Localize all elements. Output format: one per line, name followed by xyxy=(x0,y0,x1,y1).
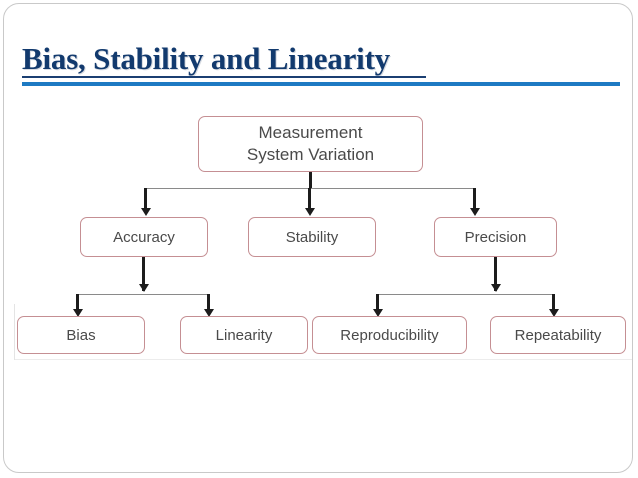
node-measurement-system-variation[interactable]: Measurement System Variation xyxy=(198,116,423,172)
node-linearity[interactable]: Linearity xyxy=(180,316,308,354)
arrow-precision-icon xyxy=(470,208,480,216)
measurement-system-variation-diagram: Measurement System Variation Accuracy St… xyxy=(5,98,633,363)
page-title: Bias, Stability and Linearity xyxy=(22,41,390,76)
connector-drop-repeatability xyxy=(552,294,555,310)
connector-drop-linearity xyxy=(207,294,210,310)
node-stability[interactable]: Stability xyxy=(248,217,376,257)
arrow-reproducibility-icon xyxy=(373,309,383,317)
connector-root-stem xyxy=(309,172,312,188)
connector-accuracy-stem xyxy=(142,257,145,291)
arrow-precision-stem-icon xyxy=(491,284,501,292)
node-precision[interactable]: Precision xyxy=(434,217,557,257)
arrow-linearity-icon xyxy=(204,309,214,317)
slide-title-block: Bias, Stability and Linearity xyxy=(22,42,622,92)
connector-accuracy-bar xyxy=(77,294,208,295)
connector-drop-bias xyxy=(76,294,79,310)
arrow-accuracy-stem-icon xyxy=(139,284,149,292)
arrow-bias-icon xyxy=(73,309,83,317)
node-accuracy[interactable]: Accuracy xyxy=(80,217,208,257)
connector-drop-accuracy xyxy=(144,188,147,209)
arrow-accuracy-icon xyxy=(141,208,151,216)
connector-drop-reproducibility xyxy=(376,294,379,310)
arrow-stability-icon xyxy=(305,208,315,216)
connector-drop-precision xyxy=(473,188,476,209)
title-underline xyxy=(22,76,426,78)
connector-precision-stem xyxy=(494,257,497,291)
connector-drop-stability xyxy=(308,188,311,209)
diagram-band-edge xyxy=(14,359,632,360)
arrow-repeatability-icon xyxy=(549,309,559,317)
node-reproducibility[interactable]: Reproducibility xyxy=(312,316,467,354)
node-bias[interactable]: Bias xyxy=(17,316,145,354)
connector-precision-bar xyxy=(377,294,553,295)
node-repeatability[interactable]: Repeatability xyxy=(490,316,626,354)
title-accent-rule xyxy=(22,82,620,86)
diagram-band-left-edge xyxy=(14,304,15,360)
